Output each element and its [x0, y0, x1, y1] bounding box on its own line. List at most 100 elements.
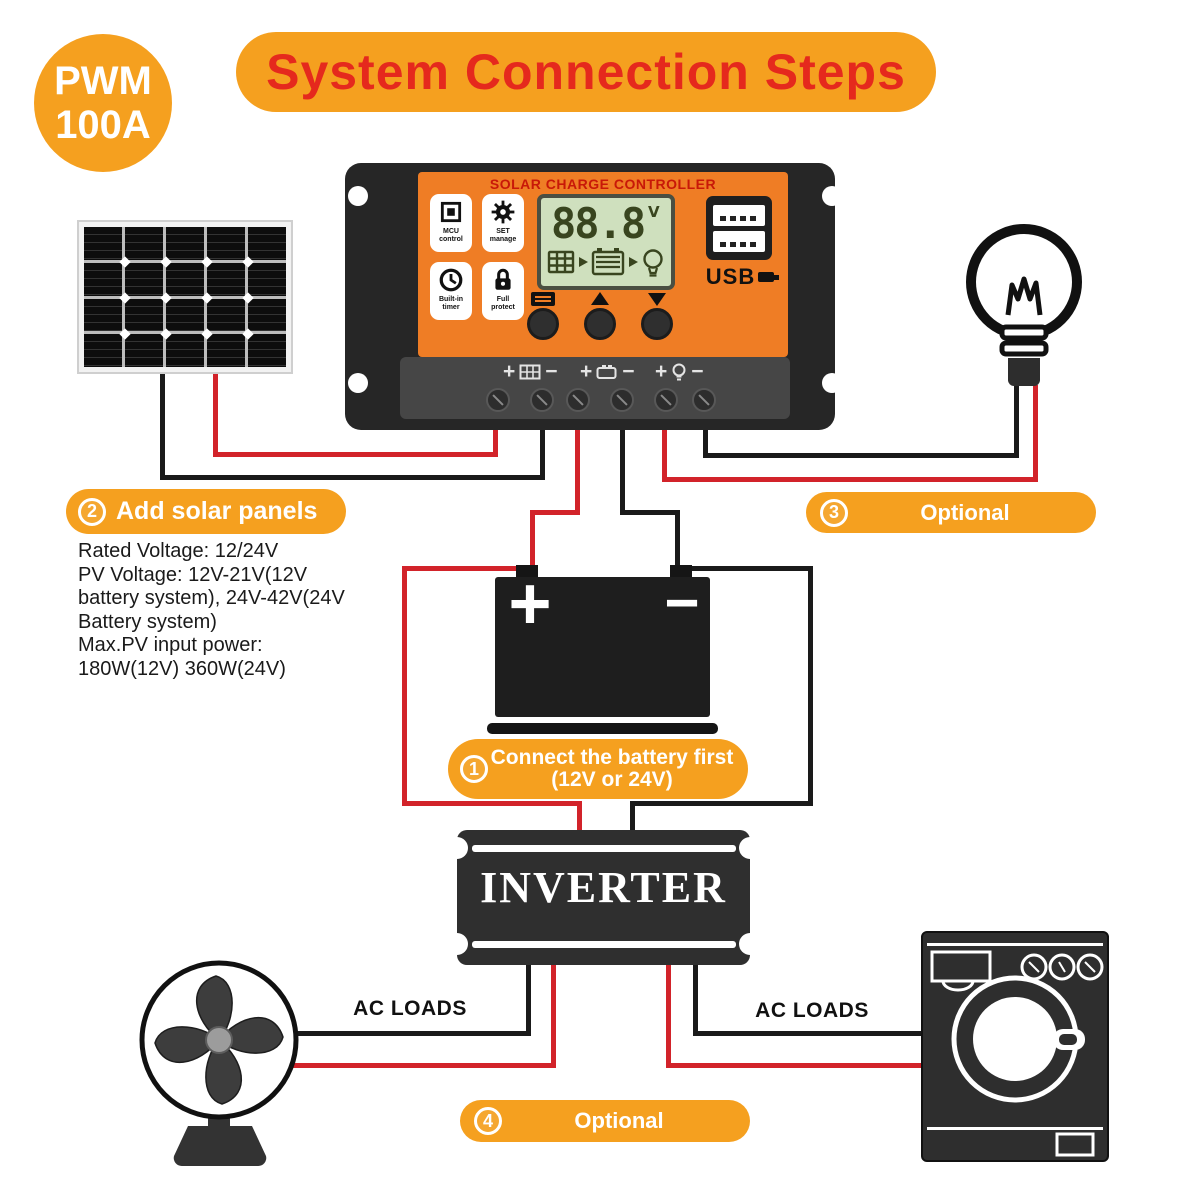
step-1-text-line2: (12V or 24V): [551, 768, 673, 791]
usb-label-row: USB: [700, 264, 780, 290]
battery: [495, 577, 710, 717]
step-1-badge: 1 Connect the battery first (12V or 24V): [448, 739, 748, 799]
key-label: protect: [491, 304, 515, 311]
wire-segment: [808, 566, 813, 806]
usb-port-icon: [713, 204, 765, 226]
wire-segment: [213, 372, 218, 457]
wire-segment: [402, 566, 407, 806]
wire-segment: [540, 430, 545, 480]
terminal-screw: [566, 388, 590, 412]
lock-icon: [495, 268, 511, 290]
ac-loads-label-left: AC LOADS: [353, 997, 467, 1020]
set-manage-key: SET manage: [482, 194, 524, 252]
terminal-screw: [530, 388, 554, 412]
page-title: System Connection Steps: [266, 44, 906, 100]
wire-segment: [703, 453, 1019, 458]
key-label: Built-in: [438, 296, 464, 303]
lcd-voltage-unit: V: [648, 203, 660, 221]
spec-line: 180W(12V) 360W(24V): [78, 657, 286, 680]
usb-ports: [706, 196, 772, 260]
step-number: 3: [820, 498, 848, 527]
gear-icon: [491, 200, 515, 224]
spec-line: Rated Voltage: 12/24V: [78, 540, 279, 562]
wire-segment: [530, 510, 580, 515]
lcd-voltage-value: 88.8: [551, 199, 646, 248]
battery-positive-terminal: [516, 565, 538, 578]
spec-line: battery system), 24V-42V(24V: [78, 587, 345, 609]
usb-label: USB: [705, 264, 756, 289]
wire-segment: [402, 801, 582, 806]
wire-segment: [402, 566, 532, 571]
amp-label: 100A: [55, 103, 151, 147]
terminal-screw: [486, 388, 510, 412]
controller-title: SOLAR CHARGE CONTROLLER: [489, 176, 717, 192]
up-arrow-icon: [591, 292, 609, 305]
inverter-label: INVERTER: [480, 863, 727, 912]
minus-sign: −: [691, 360, 704, 383]
terminal-screw: [654, 388, 678, 412]
battery-terminal-label: + −: [580, 360, 635, 384]
wire-segment: [295, 1031, 531, 1036]
step-2-text: Add solar panels: [116, 497, 318, 525]
wire-segment: [662, 477, 1038, 482]
step-number: 4: [474, 1107, 502, 1135]
timer-key: Built-in timer: [430, 262, 472, 320]
down-arrow-icon: [648, 293, 666, 306]
wire-segment: [693, 963, 698, 1036]
mcu-control-key: MCU control: [430, 194, 472, 252]
pwm-label: PWM: [54, 59, 152, 103]
solar-panel: [77, 220, 293, 374]
battery-base: [487, 723, 718, 734]
key-label: manage: [489, 236, 517, 243]
terminal-strip: [400, 357, 790, 419]
wire-segment: [526, 963, 531, 1036]
wire-segment: [666, 1063, 930, 1068]
key-label: MCU: [443, 228, 459, 235]
wire-segment: [685, 566, 813, 571]
wire-segment: [493, 430, 498, 457]
step-1-text-line1: Connect the battery first: [490, 746, 734, 769]
wire-segment: [675, 510, 680, 572]
spec-line: PV Voltage: 12V-21V(12V: [78, 563, 308, 586]
pwm-rating-badge: PWM 100A: [34, 34, 172, 172]
step-number: 2: [78, 497, 106, 526]
screw-hole-icon: [822, 373, 842, 393]
wire-segment: [575, 430, 580, 515]
menu-button: [527, 308, 559, 340]
screw-hole-icon: [822, 186, 842, 206]
wire-segment: [577, 801, 582, 843]
pv-spec-text: Rated Voltage: 12/24V PV Voltage: 12V-21…: [78, 540, 408, 681]
step-3-text: Optional: [920, 499, 1010, 525]
wire-segment: [160, 475, 545, 480]
wire-segment: [1033, 385, 1038, 482]
wire-segment: [630, 801, 813, 806]
minus-sign: −: [622, 360, 635, 383]
battery-minus-sign: −: [664, 569, 700, 636]
inverter-stripe: [472, 941, 736, 948]
fan-icon: [139, 960, 299, 1167]
terminal-screw: [692, 388, 716, 412]
step-number: 1: [460, 755, 488, 783]
screw-hole-icon: [348, 186, 368, 206]
step-2-badge: 2 Add solar panels: [66, 489, 346, 534]
wire-segment: [551, 963, 556, 1068]
plus-sign: +: [655, 360, 668, 383]
minus-sign: −: [545, 360, 558, 383]
wire-segment: [530, 510, 535, 572]
ac-loads-label-right: AC LOADS: [755, 999, 869, 1022]
panel-mini-icon: [519, 364, 541, 380]
spec-line: Max.PV input power:: [78, 634, 263, 656]
bulb-mini-icon: [672, 363, 686, 381]
step-3-badge: 3 Optional: [806, 492, 1096, 533]
lcd-flow-icons: [547, 248, 663, 277]
step-4-badge: 4 Optional: [460, 1100, 750, 1142]
plus-sign: +: [503, 360, 516, 383]
key-label: control: [439, 236, 463, 243]
chip-icon: [440, 201, 462, 223]
inverter-stripe: [472, 845, 736, 852]
washing-machine-icon: [921, 931, 1109, 1162]
wire-segment: [620, 510, 680, 515]
clock-icon: [439, 268, 463, 292]
key-label: timer: [442, 304, 460, 311]
step-4-text: Optional: [574, 1108, 664, 1133]
